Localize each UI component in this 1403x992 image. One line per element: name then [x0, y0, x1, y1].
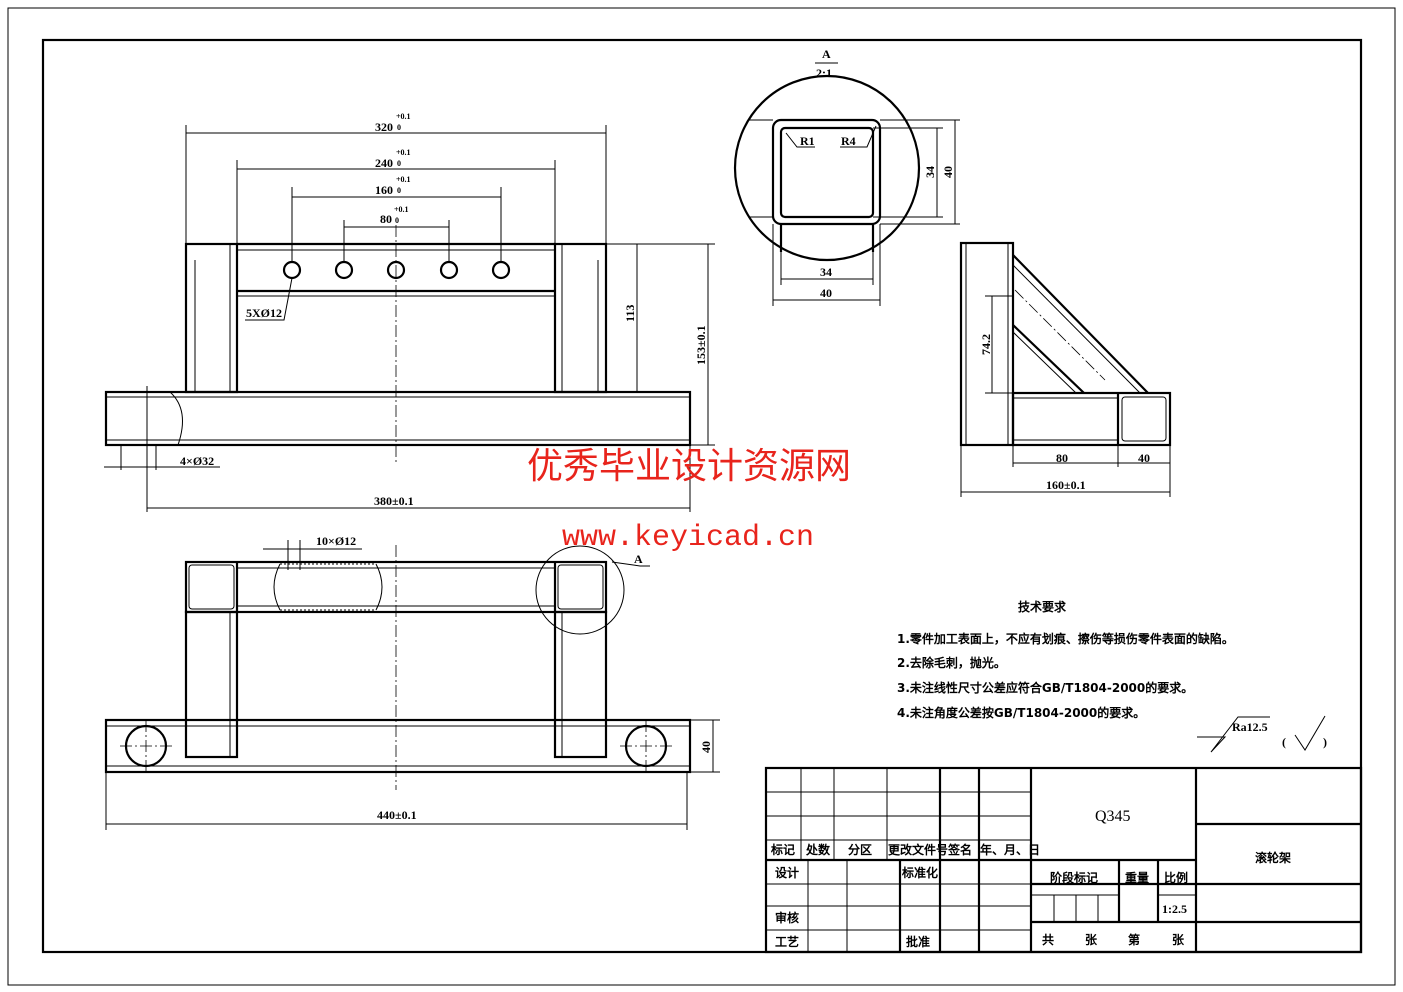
title-block: 标记 处数 分区 更改文件号 签名 年、月、日 设计 标准化 审核 工艺 批准 …: [764, 766, 1363, 954]
approve-label: 批准: [906, 934, 930, 949]
header-mark: 标记: [770, 842, 795, 857]
hole: [491, 260, 511, 280]
weight-label: 重量: [1125, 870, 1149, 885]
tolerance-upper: +0.1: [396, 112, 411, 121]
detail-view-a: A 2:1 R1 R4 34 40 34 40: [733, 47, 960, 306]
stage-mark-label: 阶段标记: [1050, 870, 1098, 885]
dim-74-2: 74.2: [979, 334, 993, 355]
dim-40: 40: [1138, 451, 1150, 465]
dim-160: 160: [375, 183, 393, 197]
header-change-doc: 更改文件号: [888, 842, 948, 857]
check-roughness-icon: [1294, 715, 1326, 751]
top-view: A 10×Ø12 40 440±0.1: [104, 534, 720, 830]
tolerance-lower: 0: [397, 159, 401, 168]
dim-240: 240: [375, 156, 393, 170]
header-signature: 签名: [947, 842, 972, 857]
dim-80: 80: [1056, 451, 1068, 465]
dim-40: 40: [699, 741, 713, 753]
sheets-unit: 张: [1085, 932, 1098, 947]
dim-160: 160±0.1: [1046, 478, 1086, 492]
holes-callout: 5XØ12: [246, 306, 282, 320]
material: Q345: [1095, 808, 1131, 825]
detail-marker-label: A: [634, 552, 643, 566]
design-label: 设计: [775, 865, 799, 880]
dim-34-vertical: 34: [923, 166, 937, 178]
header-date: 年、月、日: [980, 842, 1040, 857]
header-count: 处数: [805, 842, 831, 857]
review-label: 审核: [775, 910, 799, 925]
tech-req-item: 1.零件加工表面上，不应有划痕、擦伤等损伤零件表面的缺陷。: [897, 631, 1234, 646]
dim-34-horizontal: 34: [820, 265, 832, 279]
sheets-unit: 张: [1172, 932, 1185, 947]
hole: [334, 260, 354, 280]
detail-label: A: [822, 47, 831, 61]
outer-border: [7, 7, 1396, 986]
dim-440: 440±0.1: [377, 808, 417, 822]
tech-req-item: 2.去除毛刺，抛光。: [897, 655, 1006, 670]
tolerance-upper: +0.1: [396, 175, 411, 184]
side-view: 74.2 80 40 160±0.1: [959, 241, 1172, 497]
radius-r1: R1: [800, 134, 815, 148]
front-view: 320 +0.1 0 240 +0.1 0 160 +0.1 0 80 +0.1…: [104, 112, 715, 512]
tolerance-lower: 0: [397, 186, 401, 195]
technical-requirements: 技术要求 1.零件加工表面上，不应有划痕、擦伤等损伤零件表面的缺陷。 2.去除毛…: [897, 599, 1327, 753]
sheets-total-label: 共: [1042, 932, 1054, 947]
scale-label: 比例: [1164, 870, 1188, 885]
paren-open: (: [1282, 735, 1286, 749]
dim-380: 380±0.1: [374, 494, 414, 508]
process-label: 工艺: [775, 934, 799, 949]
drawing-frame: [41, 38, 1363, 954]
surface-roughness-icon: [1197, 716, 1270, 753]
holes-bottom-callout: 4×Ø32: [180, 454, 214, 468]
detail-scale: 2:1: [816, 66, 832, 80]
roughness-value: Ra12.5: [1232, 720, 1268, 734]
holes-callout: 10×Ø12: [316, 534, 356, 548]
tolerance-upper: +0.1: [394, 205, 409, 214]
tech-req-item: 3.未注线性尺寸公差应符合GB/T1804-2000的要求。: [897, 680, 1193, 695]
standardization-label: 标准化: [901, 865, 938, 880]
scale-value: 1:2.5: [1162, 902, 1187, 916]
header-zone: 分区: [848, 842, 872, 857]
dim-40-vertical: 40: [941, 166, 955, 178]
part-name: 滚轮架: [1255, 850, 1291, 865]
dim-80: 80: [380, 212, 392, 226]
dim-113: 113: [623, 305, 637, 322]
tolerance-upper: +0.1: [396, 148, 411, 157]
hole: [439, 260, 459, 280]
hole: [282, 260, 302, 280]
radius-r4: R4: [841, 134, 856, 148]
hole-row: [282, 260, 511, 280]
tech-req-title: 技术要求: [1018, 599, 1067, 614]
dim-40-horizontal: 40: [820, 286, 832, 300]
tolerance-lower: 0: [395, 216, 399, 225]
watermark-url[interactable]: www.keyicad.cn: [562, 521, 814, 555]
watermark-text: 优秀毕业设计资源网: [527, 446, 851, 487]
tolerance-lower: 0: [397, 123, 401, 132]
dim-153: 153±0.1: [694, 325, 708, 365]
detail-a-marker-circle: [535, 545, 625, 635]
paren-close: ): [1323, 735, 1327, 749]
tech-req-item: 4.未注角度公差按GB/T1804-2000的要求。: [897, 705, 1145, 720]
sheet-number-label: 第: [1128, 932, 1140, 947]
dim-320: 320: [375, 120, 393, 134]
